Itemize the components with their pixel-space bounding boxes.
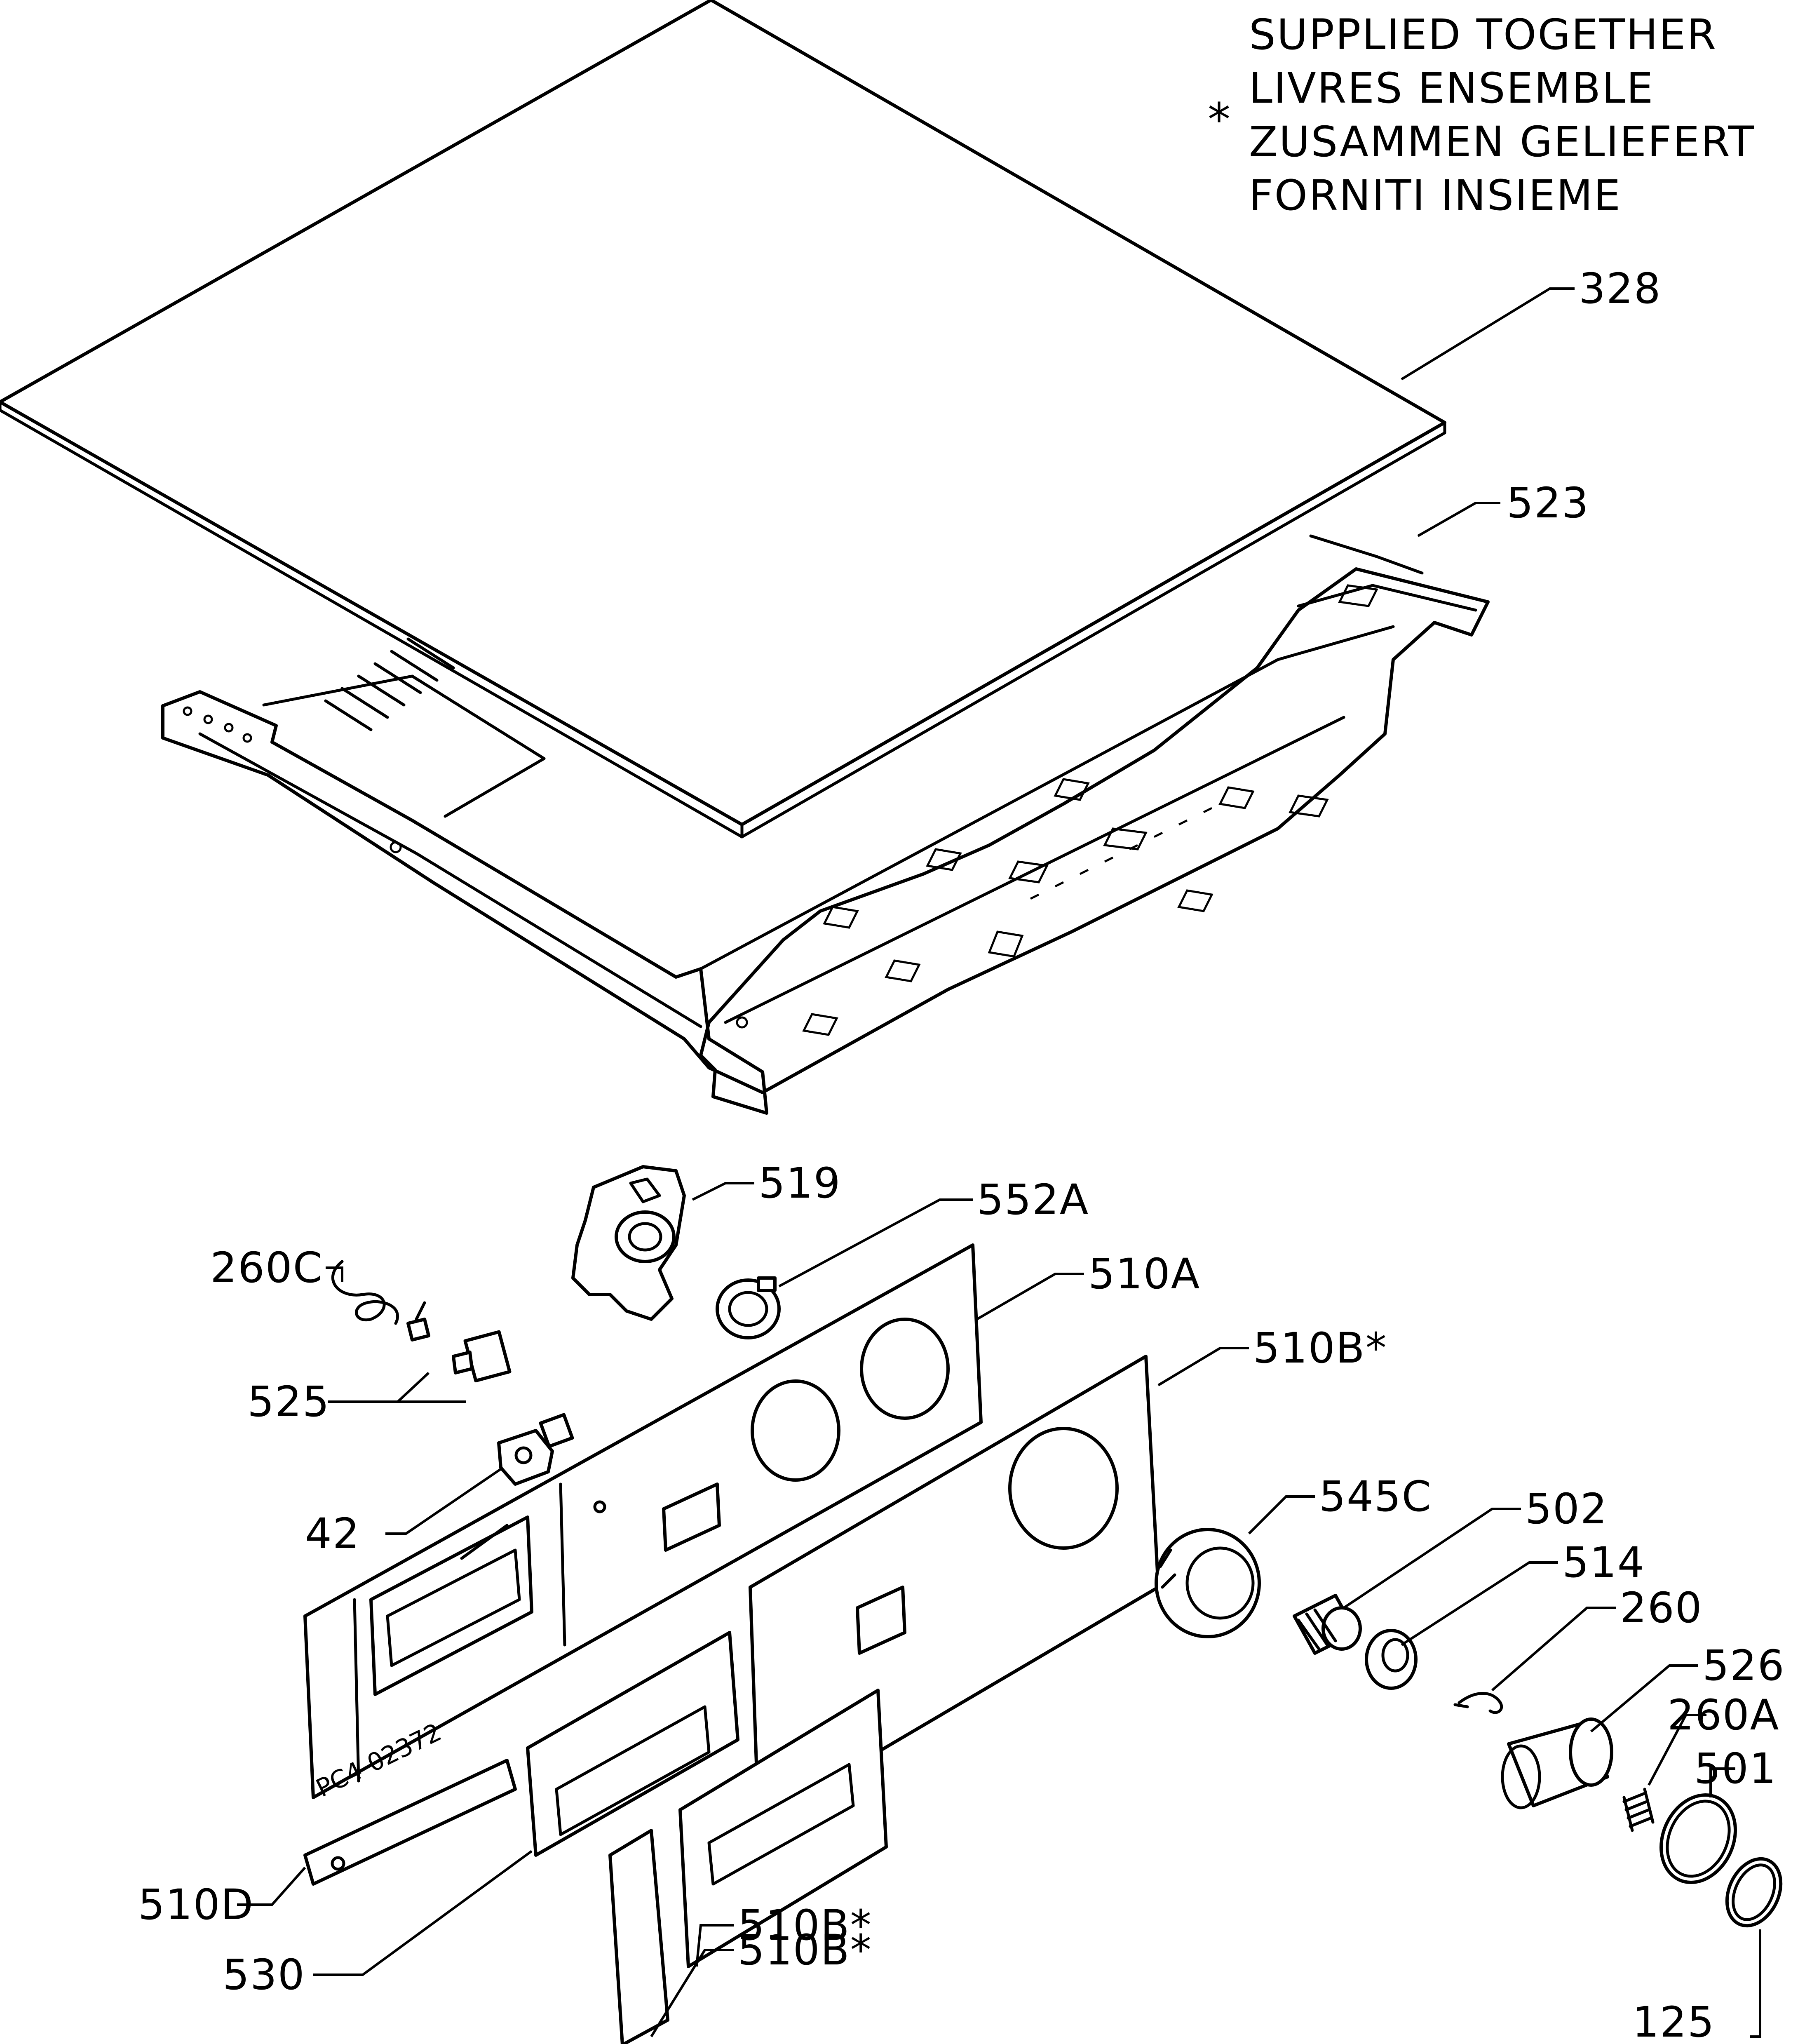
label-42: 42 xyxy=(305,1509,360,1558)
label-552A: 552A xyxy=(977,1175,1089,1224)
part-260A-spring xyxy=(1622,1788,1655,1832)
leader-lines xyxy=(237,287,1761,2038)
part-525-switch xyxy=(406,1301,512,1383)
part-328-top-cover xyxy=(0,0,1446,839)
legend-line-english: SUPPLIED TOGETHER xyxy=(1249,10,1718,59)
legend-line-french: LIVRES ENSEMBLE xyxy=(1249,64,1655,113)
part-42-lamp-holder xyxy=(497,1413,574,1486)
part-125-ring xyxy=(1725,1857,1783,1928)
part-510D-strip xyxy=(303,1759,517,1886)
label-523: 523 xyxy=(1507,479,1589,528)
part-545C-bezel xyxy=(1155,1528,1261,1638)
part-502-knob xyxy=(1293,1594,1362,1655)
part-530-panel-insert xyxy=(526,1631,739,1857)
label-526: 526 xyxy=(1702,1641,1785,1690)
supplied-together-legend: * SUPPLIED TOGETHER LIVRES ENSEMBLE ZUSA… xyxy=(1208,10,1797,225)
label-328: 328 xyxy=(1579,264,1662,313)
label-502: 502 xyxy=(1525,1485,1608,1534)
legend-asterisk: * xyxy=(1208,93,1230,146)
part-260-clip xyxy=(1453,1692,1503,1714)
label-510B-mid: 510B* xyxy=(738,1901,872,1950)
legend-line-german: ZUSAMMEN GELIEFERT xyxy=(1249,117,1755,167)
label-510B-top: 510B* xyxy=(1253,1324,1387,1373)
part-510B-window-panel xyxy=(678,1689,888,1968)
part-552A-ring xyxy=(716,1276,781,1339)
label-510D: 510D xyxy=(138,1880,254,1929)
label-530: 530 xyxy=(223,1950,305,1999)
part-501-ring xyxy=(1659,1793,1737,1884)
part-labels: 328 523 519 552A 260C 510A 510B* 525 42 … xyxy=(138,264,1785,2044)
label-545C: 545C xyxy=(1319,1472,1432,1521)
label-525: 525 xyxy=(247,1377,330,1426)
label-125: 125 xyxy=(1632,1998,1715,2044)
part-526-sleeve xyxy=(1501,1717,1613,1809)
label-260: 260 xyxy=(1620,1584,1703,1633)
label-510B-bottom: 510B* xyxy=(738,1926,872,1975)
label-501: 501 xyxy=(1694,1744,1777,1793)
label-510A: 510A xyxy=(1088,1250,1200,1299)
label-519: 519 xyxy=(758,1159,841,1208)
legend-line-italian: FORNITI INSIEME xyxy=(1249,171,1622,220)
label-514: 514 xyxy=(1562,1538,1645,1587)
part-519-bracket xyxy=(571,1165,686,1321)
part-510A-front-panel xyxy=(303,1243,983,1799)
part-510B-strip xyxy=(608,1829,669,2044)
label-260C: 260C xyxy=(210,1243,323,1292)
part-523-panel-frame xyxy=(161,534,1490,1115)
part-260C-spring xyxy=(331,1260,399,1325)
label-260A: 260A xyxy=(1667,1691,1779,1740)
